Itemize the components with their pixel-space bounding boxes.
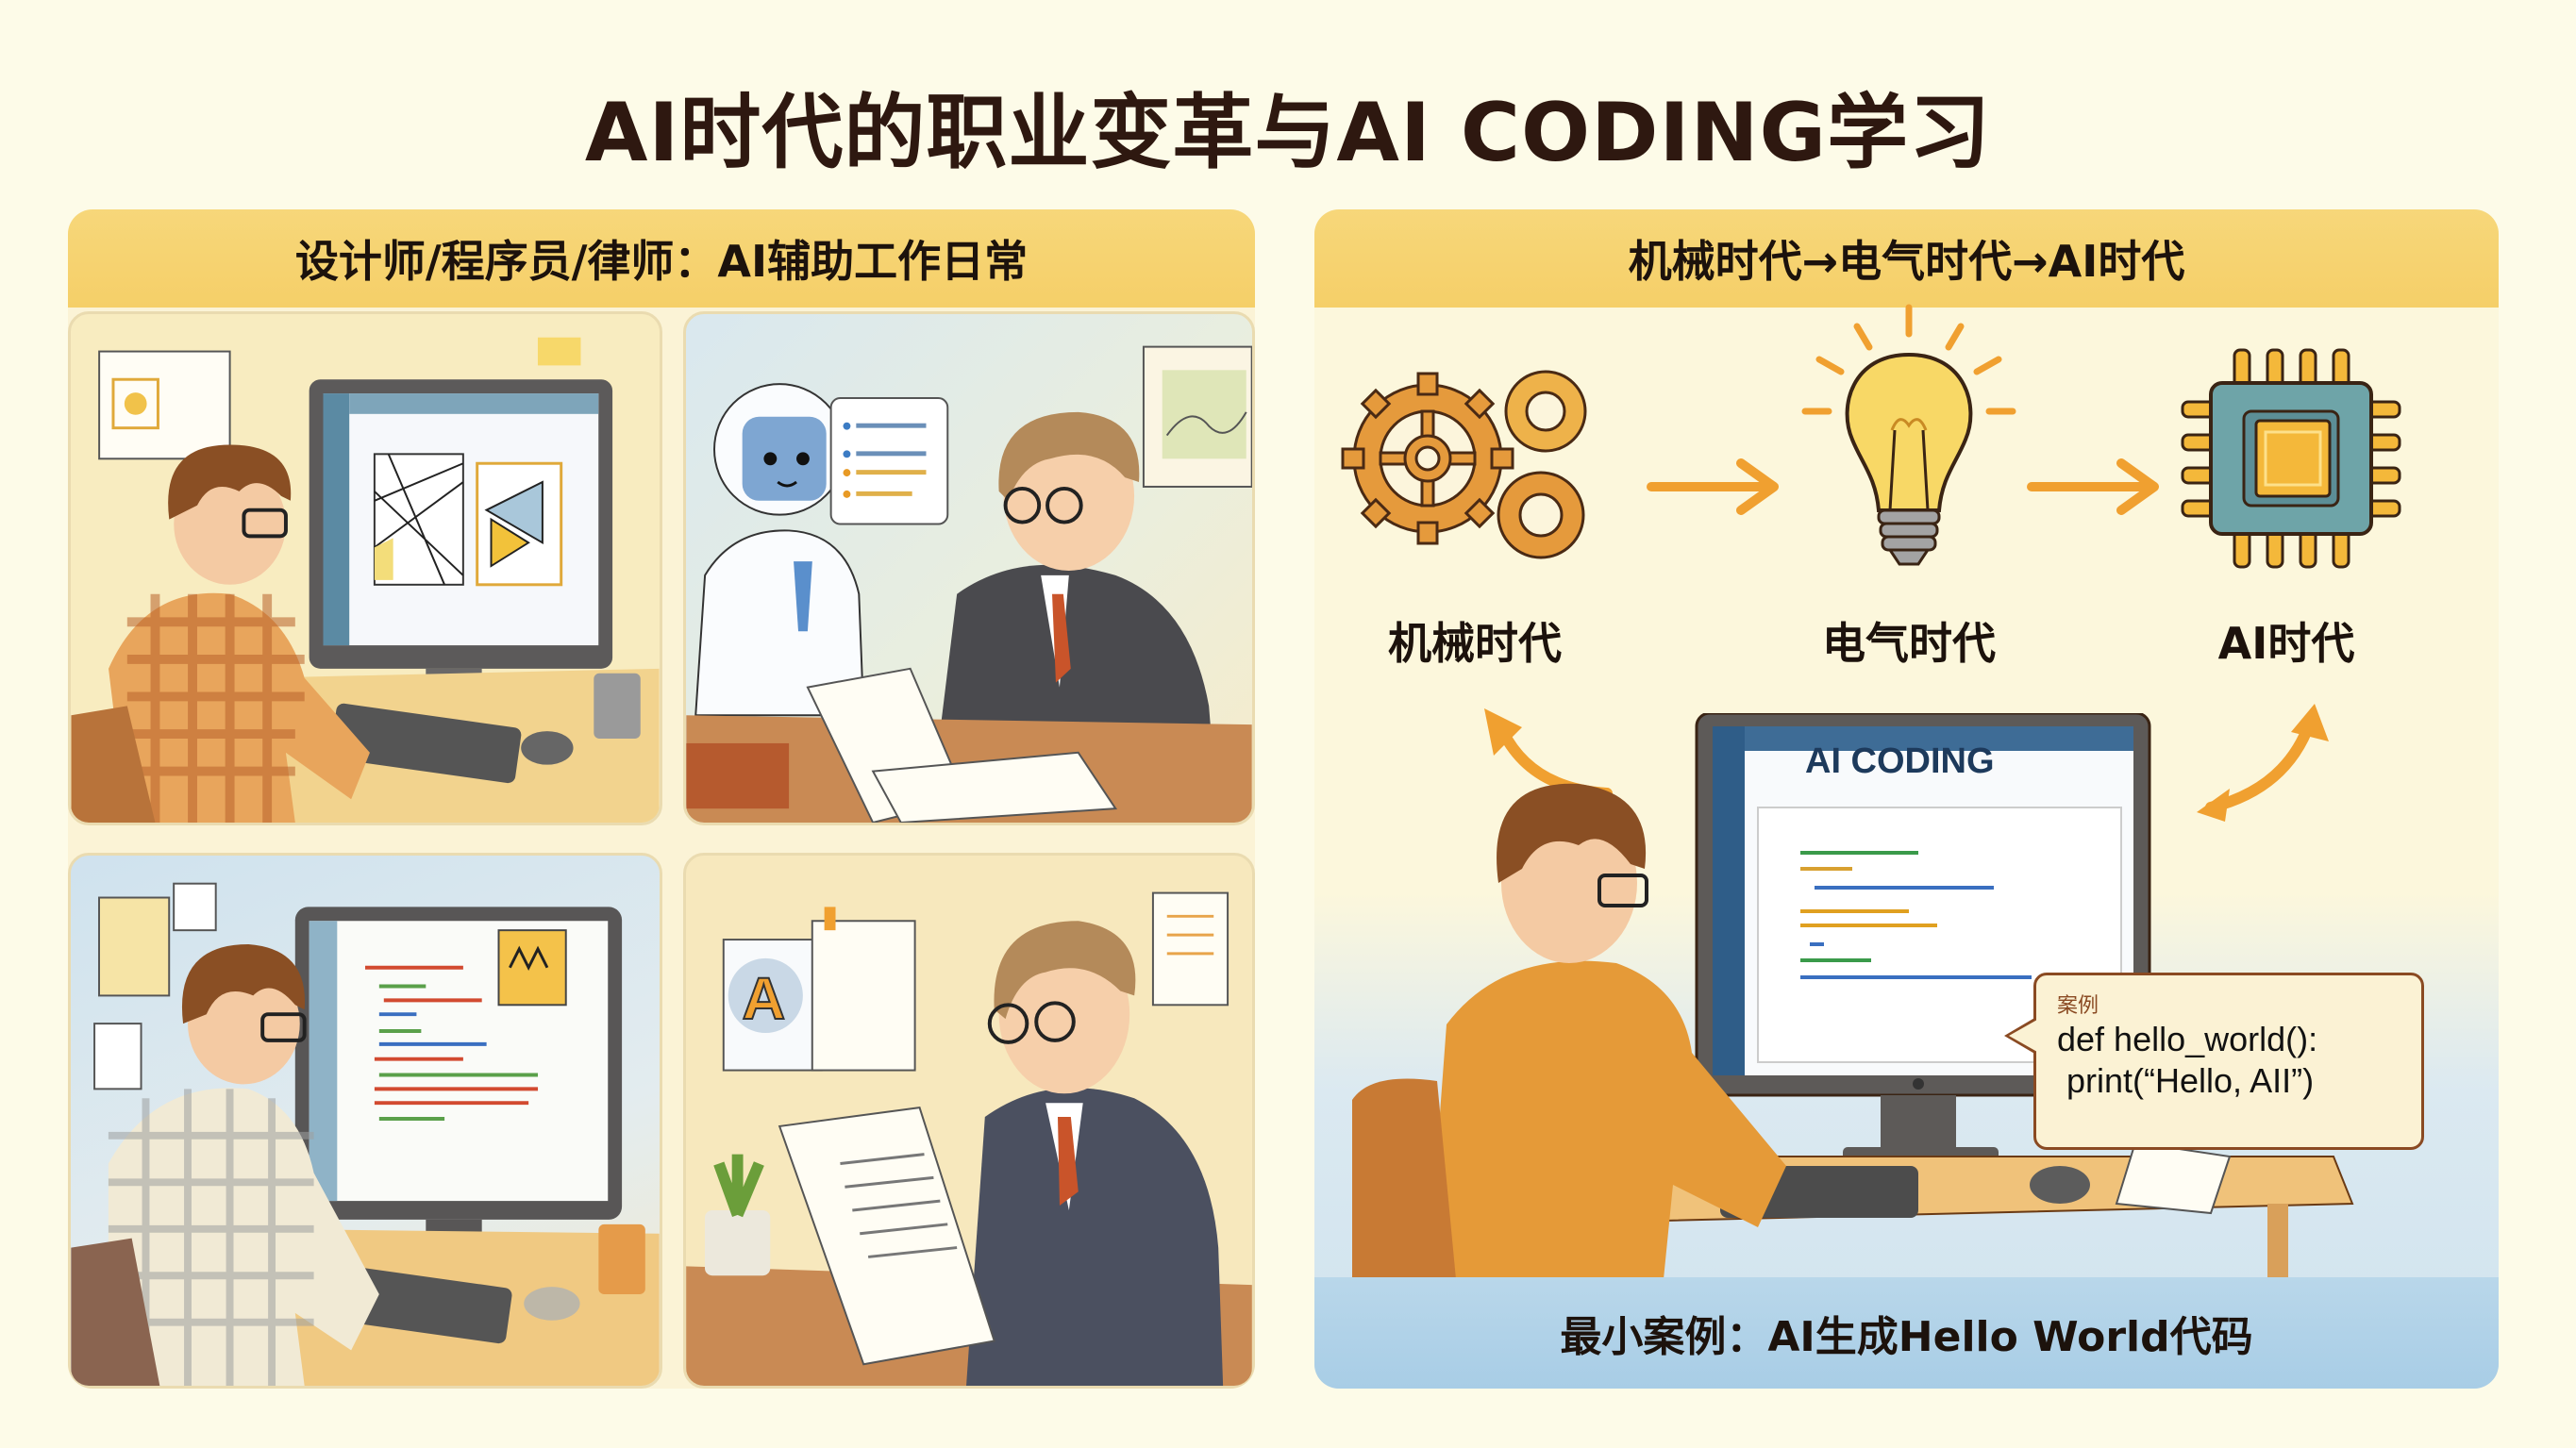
professions-section: 设计师/程序员/律师：AI辅助工作日常 [68, 209, 1255, 1389]
eras-body: 机械时代 [1314, 304, 2499, 1389]
bottom-banner: 最小案例：AI生成Hello World代码 [1314, 1277, 2499, 1389]
svg-text:A: A [743, 966, 786, 1032]
professions-header: 设计师/程序员/律师：AI辅助工作日常 [68, 209, 1255, 308]
era-mechanical-label: 机械时代 [1388, 618, 1562, 669]
lawyer-robot-illustration [686, 345, 1252, 823]
ai-coding-scene [1352, 713, 2354, 1279]
curved-arrow-bidirectional-icon [2197, 704, 2329, 822]
lawyer-reading-panel: A [683, 853, 1255, 1389]
era-electrical-label: 电气时代 [1822, 618, 1996, 669]
lawyer-reading-illustration: A [686, 891, 1252, 1386]
callout-code-line-1: def hello_world(): [2057, 1020, 2318, 1058]
eras-section: 机械时代→电气时代→AI时代 [1314, 209, 2499, 1389]
monitor-screen-title: AI CODING [1805, 741, 1995, 781]
era-ai-label: AI时代 [2217, 618, 2355, 669]
gears-icon [1341, 370, 1587, 559]
arrow-right-icon [1647, 458, 1779, 515]
lightbulb-icon [1801, 304, 2016, 566]
designer-panel [68, 311, 662, 825]
designer-illustration [71, 337, 660, 823]
lawyer-robot-panel [683, 311, 1255, 825]
arrow-right-icon [2027, 458, 2159, 515]
programmer-panel [68, 853, 662, 1389]
callout-code-line-2: print(“Hello, AII”) [2057, 1061, 2315, 1100]
chip-icon [2181, 348, 2401, 569]
programmer-illustration [71, 882, 660, 1386]
eras-header: 机械时代→电气时代→AI时代 [1314, 209, 2499, 308]
page-title: AI时代的职业变革与AI CODING学习 [584, 86, 1992, 180]
callout-label: 案例 [2057, 994, 2099, 1018]
code-example-callout: 案例 def hello_world(): print(“Hello, AII”… [2004, 973, 2424, 1150]
